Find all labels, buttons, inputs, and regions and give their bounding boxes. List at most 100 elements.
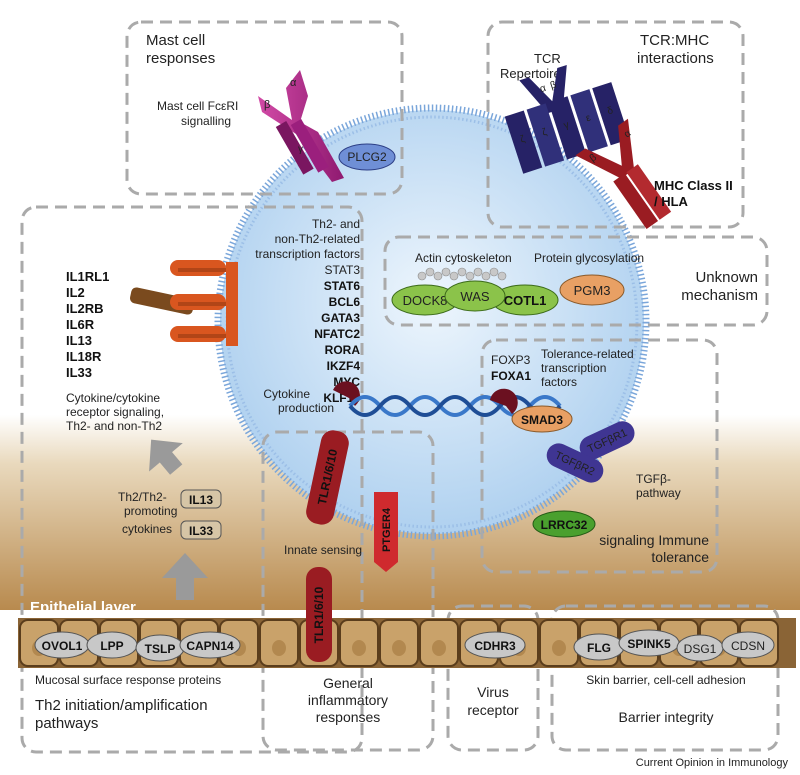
- tcr-title-2: interactions: [637, 50, 714, 67]
- tf-title-2: non-Th2-related: [275, 232, 360, 246]
- gene-rora: RORA: [325, 343, 361, 357]
- barrier-box: [550, 604, 780, 752]
- cytokine-gene-list: IL1RL1 IL2 IL2RB IL6R IL13 IL18R IL33: [66, 269, 109, 380]
- pgm3-protein: [559, 274, 625, 306]
- tcr-delta: δ: [606, 105, 615, 117]
- glycosylation-label: Protein glycosylation: [534, 251, 644, 265]
- tf-title-3: transcription factors: [255, 247, 360, 261]
- ptger4-receptor: PTGER4: [374, 492, 398, 572]
- cdsn-label: CDSN: [731, 639, 765, 653]
- was-protein: [444, 280, 506, 312]
- foxp3-label: FOXP3: [491, 353, 531, 367]
- mast-cell-box: [125, 20, 404, 196]
- epithelial-layer-label: Epithelial layer: [30, 599, 136, 616]
- smad3-label: SMAD3: [521, 413, 563, 427]
- general-3: responses: [316, 709, 381, 725]
- unknown-title-1: Unknown: [695, 269, 758, 286]
- cotl1-label: COTL1: [504, 293, 547, 308]
- unknown-mechanism-box: [383, 235, 769, 327]
- gene-il6r: IL6R: [66, 317, 95, 332]
- th2-promoting-3: cytokines: [122, 522, 172, 536]
- tolerance-tf-2: transcription: [541, 361, 606, 375]
- lpp-label: LPP: [100, 639, 123, 653]
- tlr-epithelial-receptor: TLR1/6/10: [306, 567, 332, 662]
- th2-promoting-1: Th2/Th2-: [118, 490, 167, 504]
- tcr-zeta-2: ζ: [541, 127, 549, 139]
- cytokine-production-1: Cytokine: [263, 387, 310, 401]
- cell-membrane-inner: [225, 115, 639, 529]
- tcr-zeta-1: ζ: [519, 134, 527, 146]
- gene-stat6: STAT6: [324, 279, 361, 293]
- cytokine-desc-2: receptor signaling,: [66, 405, 164, 419]
- upward-arrow-icon: [149, 439, 183, 475]
- th2-initiation-2: pathways: [35, 715, 98, 732]
- flg-label: FLG: [587, 641, 611, 655]
- upward-arrow-icon-2: [162, 553, 208, 600]
- actin-filament: [417, 267, 507, 281]
- fceri-gamma: γ: [298, 144, 303, 155]
- general-2: inflammatory: [308, 692, 388, 708]
- epithelial-proteins: OVOL1 LPP TSLP CAPN14 CDHR3 FLG SPINK5 D…: [34, 629, 775, 662]
- gene-nfatc2: NFATC2: [314, 327, 360, 341]
- il33-box: [180, 520, 222, 540]
- inflammatory-box: [261, 430, 435, 752]
- tslp-label: TSLP: [145, 642, 176, 656]
- tgfb-pathway-2: pathway: [636, 486, 681, 500]
- tolerance-title-1: signaling Immune: [599, 532, 709, 548]
- mhc-class-ii: α β: [575, 118, 672, 229]
- tgfb-pathway-1: TGFβ-: [636, 472, 671, 486]
- tcr-complex: ζ ζ γ ε δ α β: [504, 64, 630, 174]
- was-label: WAS: [460, 289, 489, 304]
- tcr-repertoire-1: TCR: [534, 51, 561, 66]
- tcr-box: [486, 20, 745, 229]
- gene-ikzf4: IKZF4: [327, 359, 361, 373]
- tolerance-tf-1: Tolerance-related: [541, 347, 634, 361]
- actin-label: Actin cytoskeleton: [415, 251, 512, 265]
- cytokine-desc-3: Th2- and non-Th2: [66, 419, 162, 433]
- lrrc32-protein: [532, 510, 596, 538]
- tolerance-title-2: tolerance: [651, 549, 709, 565]
- mast-cell-title-1: Mast cell: [146, 32, 205, 49]
- tolerance-box: [480, 338, 719, 574]
- mast-cell-title-2: responses: [146, 50, 215, 67]
- il13-label: IL13: [189, 493, 213, 507]
- ptger4-label: PTGER4: [381, 507, 393, 552]
- general-1: General: [323, 675, 373, 691]
- cytokine-production-2: production: [278, 401, 334, 415]
- gene-il13: IL13: [66, 333, 92, 348]
- pgm3-label: PGM3: [574, 283, 611, 298]
- il33-label: IL33: [189, 524, 213, 538]
- tcr-repertoire-2: Repertoire: [500, 66, 561, 81]
- journal-credit: Current Opinion in Immunology: [636, 757, 789, 769]
- mast-fceri-label-2: signalling: [181, 114, 231, 128]
- tcr-gamma: γ: [562, 120, 570, 132]
- cytokine-box: [20, 205, 364, 754]
- foxa1-label: FOXA1: [491, 369, 531, 383]
- spink5-label: SPINK5: [627, 637, 671, 651]
- unknown-title-2: mechanism: [681, 287, 758, 304]
- smad3-protein: [511, 405, 573, 433]
- gene-il1rl1: IL1RL1: [66, 269, 109, 284]
- gene-gata3: GATA3: [321, 311, 360, 325]
- virus-2: receptor: [467, 702, 519, 718]
- gene-bcl6: BCL6: [329, 295, 361, 309]
- mhc-label-2: / HLA: [654, 194, 689, 209]
- th2-promoting-2: promoting: [124, 504, 177, 518]
- cytokine-production-tf-shape: [333, 381, 360, 406]
- barrier-integrity-label: Barrier integrity: [619, 709, 714, 725]
- mhc-alpha: α: [622, 128, 633, 140]
- plcg2-protein: [338, 143, 396, 171]
- gene-il18r: IL18R: [66, 349, 102, 364]
- virus-box: [446, 604, 540, 752]
- il13-box: [180, 489, 222, 509]
- ovol1-label: OVOL1: [42, 639, 83, 653]
- dsg1-label: DSG1: [684, 642, 717, 656]
- tf-gene-list: STAT3 STAT6 BCL6 GATA3 NFATC2 RORA IKZF4…: [314, 263, 360, 405]
- fceri-beta: β: [264, 99, 270, 111]
- skin-barrier-label: Skin barrier, cell-cell adhesion: [586, 673, 745, 687]
- gene-il2: IL2: [66, 285, 85, 300]
- mucosal-label: Mucosal surface response proteins: [35, 673, 221, 687]
- innate-sensing-label: Innate sensing: [284, 543, 362, 557]
- tlr-epithelial-label: TLR1/6/10: [312, 586, 326, 643]
